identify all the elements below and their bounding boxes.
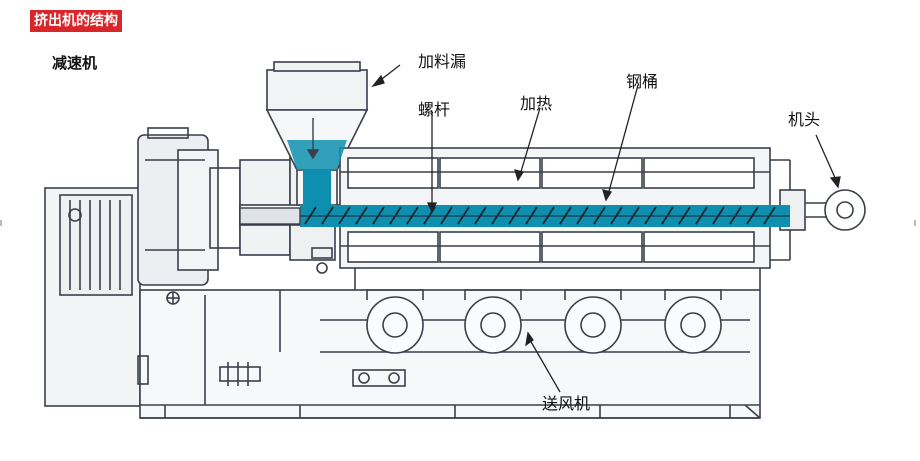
label-heater: 加热 xyxy=(520,94,553,113)
label-hopper: 加料漏 xyxy=(418,52,467,71)
blower-arrow xyxy=(525,331,561,393)
hopper-arrow xyxy=(371,64,401,88)
label-die-head: 机头 xyxy=(788,110,821,129)
screw-flights xyxy=(300,206,790,225)
heater-arrow xyxy=(514,107,541,182)
die-head-arrow xyxy=(815,134,841,189)
blower-fans xyxy=(366,289,722,354)
hopper-sight xyxy=(306,118,320,160)
label-screw: 螺杆 xyxy=(418,100,451,119)
screw-arrow xyxy=(426,112,438,214)
barrel-arrow xyxy=(602,84,639,202)
label-reducer: 减速机 xyxy=(52,54,98,72)
reducer-gearbox xyxy=(137,127,241,305)
label-barrel: 钢桶 xyxy=(626,72,659,91)
frame-edge-mark xyxy=(0,220,2,226)
label-blower: 送风机 xyxy=(542,394,591,413)
page-title: 挤出机的结构 xyxy=(30,10,122,32)
control-details xyxy=(219,362,406,387)
die-head-drawing xyxy=(779,189,866,231)
frame-edge-mark xyxy=(914,220,916,226)
motor-block xyxy=(59,194,133,296)
